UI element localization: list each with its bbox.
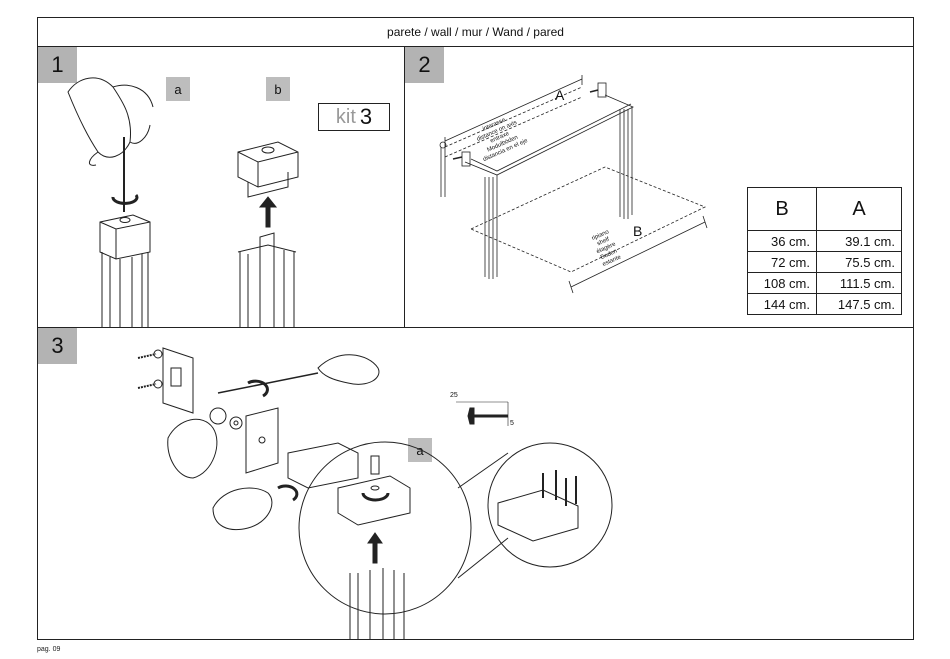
bracket-block	[288, 443, 358, 488]
header-title: parete / wall / mur / Wand / pared	[387, 25, 564, 39]
step-1-illustration	[38, 47, 405, 328]
screw-dim-head: 5	[510, 420, 514, 427]
table-row: 36 cm. 39.1 cm.	[748, 231, 902, 252]
table-row: 108 cm. 111.5 cm.	[748, 273, 902, 294]
up-arrow-icon	[260, 197, 276, 227]
cell-b: 144 cm.	[748, 294, 817, 315]
cell-a: 147.5 cm.	[817, 294, 902, 315]
screw-drawing	[468, 408, 474, 424]
step-3-panel: 3 a	[38, 328, 913, 639]
cell-a: 39.1 cm.	[817, 231, 902, 252]
up-arrow-icon	[368, 533, 382, 563]
dimension-table: B A 36 cm. 39.1 cm. 72 cm. 75.5 cm. 108 …	[747, 187, 902, 315]
page-header: parete / wall / mur / Wand / pared	[38, 18, 913, 47]
cell-a: 111.5 cm.	[817, 273, 902, 294]
rotation-arrow	[248, 381, 267, 396]
hand-illustration	[68, 78, 131, 157]
plug-component	[238, 142, 298, 187]
instruction-sheet: parete / wall / mur / Wand / pared 1 a b…	[37, 17, 914, 640]
column-header-a: A	[817, 188, 902, 231]
step-1-panel: 1 a b kit 3	[38, 47, 405, 328]
cell-b: 72 cm.	[748, 252, 817, 273]
page-number: pag. 09	[37, 646, 60, 653]
step-2-panel: 2	[405, 47, 913, 328]
wall-plate	[163, 348, 193, 413]
cell-a: 75.5 cm.	[817, 252, 902, 273]
column-header-b: B	[748, 188, 817, 231]
step-3-illustration	[38, 328, 913, 639]
cell-b: 36 cm.	[748, 231, 817, 252]
cover-plate	[246, 408, 278, 473]
shelf-letter: B	[633, 223, 642, 239]
table-row: 144 cm. 147.5 cm.	[748, 294, 902, 315]
cell-b: 108 cm.	[748, 273, 817, 294]
screw-dim-length: 25	[450, 392, 458, 399]
rotation-arrow	[278, 486, 297, 500]
distance-letter: A	[555, 87, 564, 103]
upright-profile	[100, 215, 150, 259]
table-header-row: B A	[748, 188, 902, 231]
table-row: 72 cm. 75.5 cm.	[748, 252, 902, 273]
